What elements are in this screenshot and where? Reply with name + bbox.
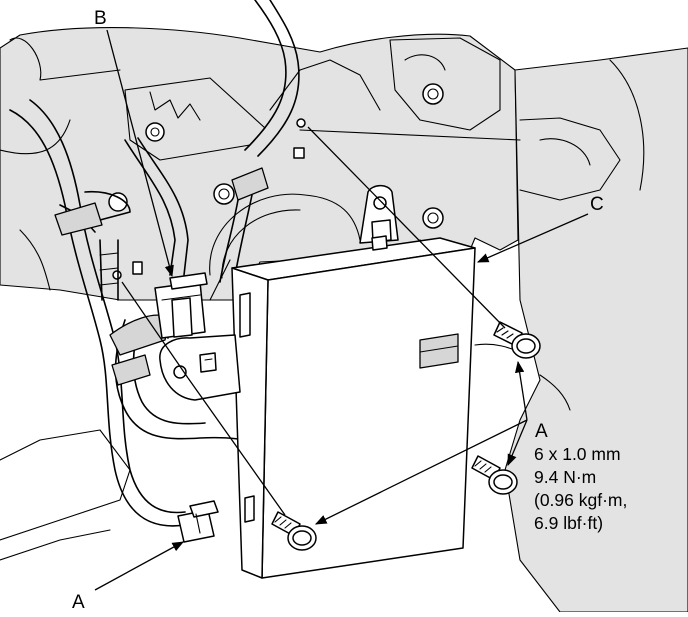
circular-opening bbox=[209, 193, 361, 276]
bolt-bottom bbox=[271, 511, 317, 551]
connector-b bbox=[154, 272, 208, 339]
callout-b-label: B bbox=[94, 8, 107, 29]
spec-torque-kgf: (0.96 kgf·m, bbox=[534, 490, 627, 510]
panel-holes bbox=[108, 83, 444, 280]
bolt-upper-right bbox=[493, 321, 541, 359]
wire-harness bbox=[9, 0, 571, 527]
spec-size: 6 x 1.0 mm bbox=[534, 444, 621, 464]
callout-a-spec-label: A bbox=[535, 421, 548, 442]
control-unit-c bbox=[231, 235, 476, 579]
alignment-lines bbox=[121, 126, 506, 516]
connector-a-bottom bbox=[177, 500, 219, 543]
lower-bracket bbox=[159, 334, 241, 401]
callout-c-label: C bbox=[590, 194, 604, 215]
spec-torque-nm: 9.4 N·m bbox=[534, 467, 596, 487]
spec-torque-lbf: 6.9 lbf·ft) bbox=[534, 513, 603, 533]
callout-a-bottom-label: A bbox=[72, 592, 85, 612]
leader-lines bbox=[94, 29, 589, 591]
bolt-lower-right bbox=[471, 455, 518, 495]
